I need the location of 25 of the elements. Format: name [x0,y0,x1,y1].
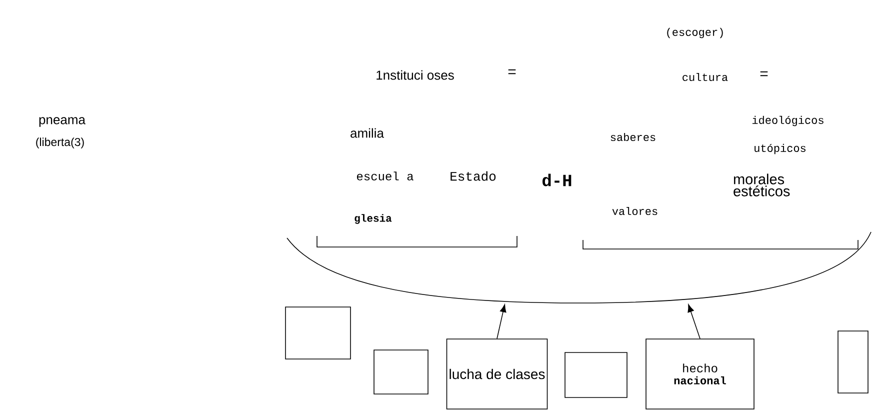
label: amilia [350,128,384,138]
arrow [496,304,506,339]
empty-box [564,352,628,398]
text-box: lucha de clases [446,338,548,410]
label: Estado [450,171,496,181]
label: (liberta(3) [36,138,84,148]
label: = [508,69,516,74]
label: cultura [682,72,728,82]
label: pneama [39,117,86,127]
text-box: hecho nacional [646,338,754,410]
brace-arc [286,232,872,304]
label: ideológicos [752,116,824,126]
empty-box [838,330,868,394]
arrow [688,304,700,339]
empty-box [374,350,428,394]
label: escuel a [356,172,414,180]
label: utópicos [754,144,806,154]
empty-box [285,306,351,360]
label: (escoger) [667,28,723,38]
label: morales estéticos [734,174,790,196]
label: 1nstituci oses [376,70,454,80]
label: saberes [610,132,656,142]
label: valores [612,206,658,216]
label: d-H [542,174,572,186]
label: = [760,71,768,76]
